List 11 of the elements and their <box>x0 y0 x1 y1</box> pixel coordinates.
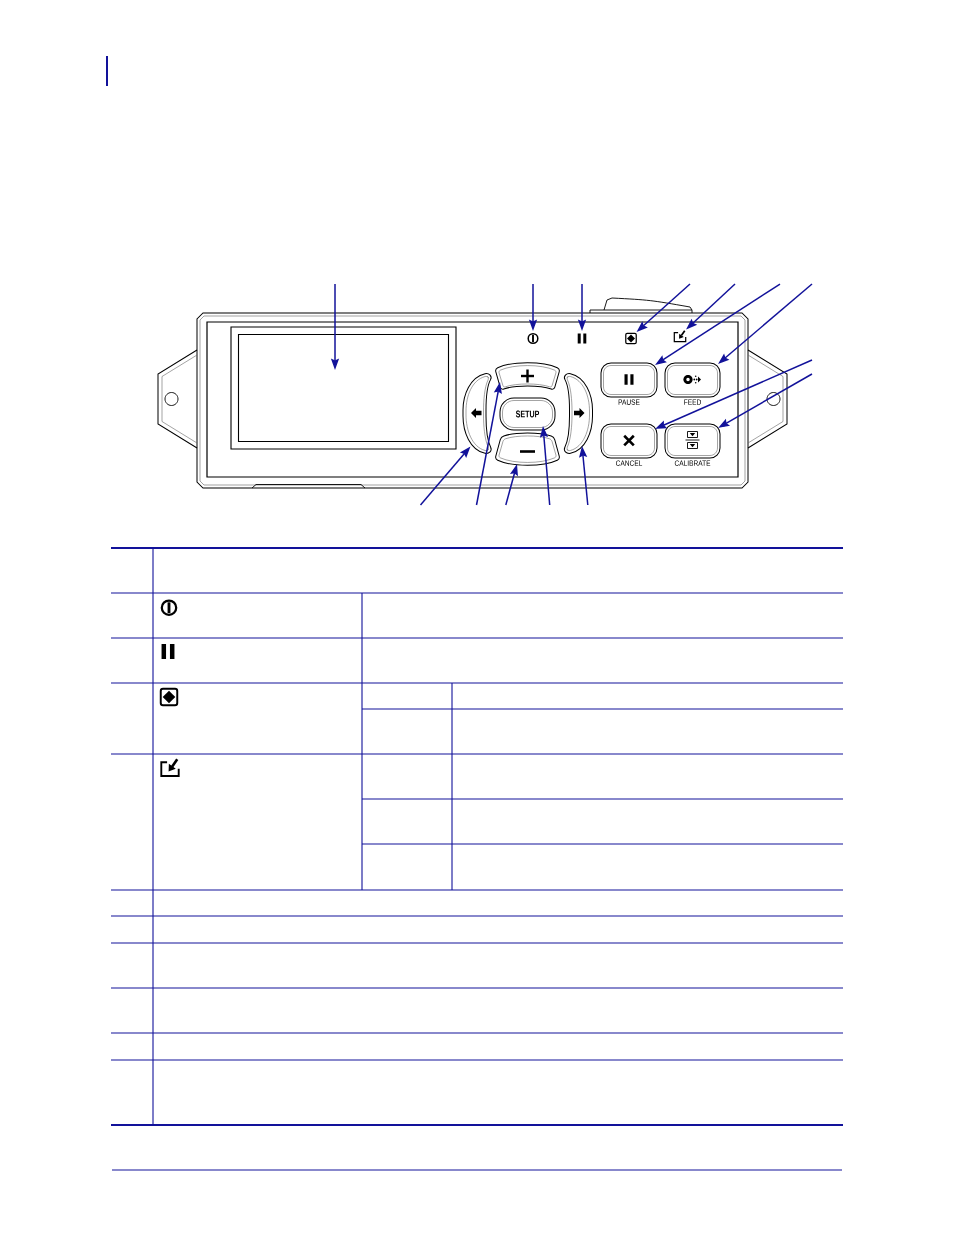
leader-line <box>718 283 813 364</box>
box-arrow-icon <box>673 329 687 343</box>
pause-icon <box>577 333 587 344</box>
power-icon <box>527 332 539 345</box>
diamond-icon <box>625 332 637 345</box>
setup-button: SETUP <box>499 397 556 431</box>
right-arrow-button <box>563 373 593 454</box>
left-arrow-button <box>462 373 492 454</box>
display-screen <box>230 326 457 450</box>
minus-button <box>495 432 560 466</box>
plus-button <box>495 362 560 390</box>
